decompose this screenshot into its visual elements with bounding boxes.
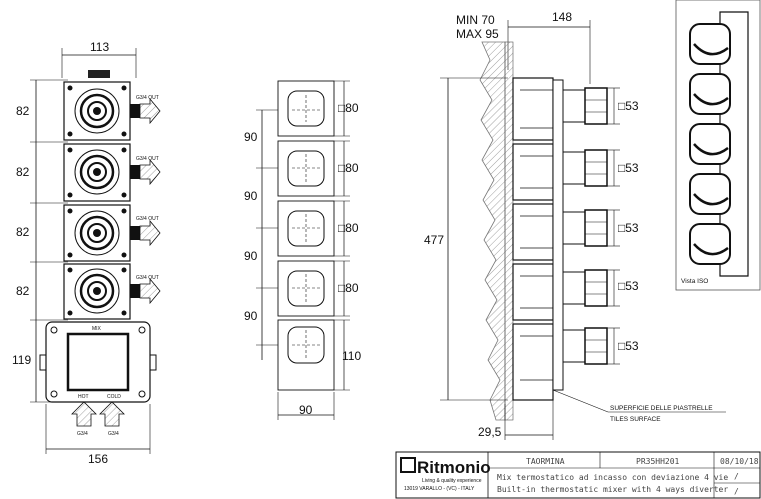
revision-mark-1: / [734, 472, 739, 481]
svg-text:MIX: MIX [92, 326, 102, 332]
side-handle-4: □53 [618, 279, 639, 293]
iso-view: Vista ISO [675, 0, 761, 291]
front-spacing-3: 90 [244, 249, 258, 263]
svg-text:G3/4 OUT: G3/4 OUT [136, 216, 159, 222]
svg-text:COLD: COLD [107, 394, 121, 400]
svg-text:G3/4 OUT: G3/4 OUT [136, 95, 159, 101]
front-spacing-1: 90 [244, 130, 258, 144]
side-handle-3: □53 [618, 221, 639, 235]
left-view: 113 82 82 82 82 119 G3/4 O [12, 40, 161, 466]
drawing-date: 08/10/18 [720, 457, 759, 466]
brand-address: 13019 VARALLO - (VC) - ITALY [404, 486, 475, 492]
hot-inlet-arrow [71, 401, 97, 427]
side-wall-label: 29,5 [478, 425, 502, 439]
side-min-label: MIN 70 [456, 13, 495, 27]
product-code: PR35HH201 [636, 457, 680, 466]
tiles-surface-en: TILES SURFACE [610, 416, 661, 423]
wall-section [479, 41, 506, 421]
left-height-5: 119 [12, 353, 31, 367]
description-it: Mix termostatico ad incasso con deviazio… [497, 473, 728, 482]
brand-logo-icon [400, 457, 416, 473]
svg-text:G3/4 OUT: G3/4 OUT [136, 156, 159, 162]
left-bottom-width-label: 156 [88, 452, 108, 466]
front-square-1: □80 [338, 101, 359, 115]
valve-module: G3/4 OUT [63, 263, 161, 320]
front-spacing-2: 90 [244, 189, 258, 203]
iso-caption: Vista ISO [681, 278, 708, 285]
left-height-1: 82 [16, 104, 30, 118]
svg-text:G3/4: G3/4 [77, 431, 88, 437]
valve-module: G3/4 OUT [63, 81, 161, 141]
svg-text:G3/4: G3/4 [108, 431, 119, 437]
valve-module: G3/4 OUT [63, 204, 161, 262]
cold-inlet-arrow [99, 401, 125, 427]
left-height-2: 82 [16, 165, 30, 179]
side-handle-1: □53 [618, 99, 639, 113]
collection-name: TAORMINA [526, 457, 565, 466]
front-square-2: □80 [338, 161, 359, 175]
valve-module: G3/4 OUT [63, 143, 161, 202]
side-max-label: MAX 95 [456, 27, 499, 41]
mixer-box: MIX HOT COLD [39, 321, 157, 403]
title-block: Ritmonio Living & quality experience 130… [395, 451, 761, 499]
front-bottom-height: 110 [342, 349, 361, 363]
brand-tagline: Living & quality experience [422, 478, 482, 484]
front-square-4: □80 [338, 281, 359, 295]
front-view: 90 90 90 90 [244, 80, 361, 420]
side-handles [562, 87, 608, 365]
left-height-3: 82 [16, 225, 30, 239]
revision-mark-2: / [734, 487, 739, 496]
left-height-4: 82 [16, 284, 30, 298]
svg-text:G3/4 OUT: G3/4 OUT [136, 275, 159, 281]
brand-name: Ritmonio [417, 458, 491, 477]
tiles-surface-it: SUPERFICIE DELLE PIASTRELLE [610, 405, 713, 412]
front-width-label: 90 [299, 403, 313, 417]
front-spacing-4: 90 [244, 309, 258, 323]
iso-handles [689, 23, 731, 265]
side-handle-2: □53 [618, 161, 639, 175]
description-en: Built-in thermostatic mixer with 4 ways … [497, 485, 728, 494]
svg-text:HOT: HOT [78, 394, 89, 400]
side-depth-label: 148 [552, 10, 572, 24]
side-handle-5: □53 [618, 339, 639, 353]
side-height-label: 477 [424, 233, 444, 247]
side-view: MIN 70 MAX 95 148 477 [424, 10, 726, 440]
left-width-label: 113 [90, 40, 109, 54]
front-square-3: □80 [338, 221, 359, 235]
